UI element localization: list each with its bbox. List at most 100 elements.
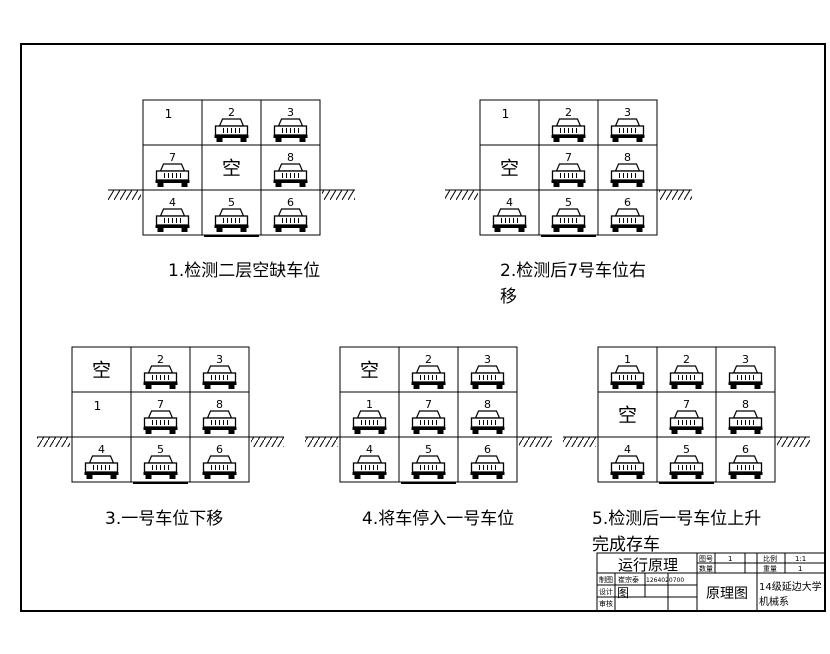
- cell-number: 1: [624, 353, 631, 366]
- cell-number: 1: [366, 398, 373, 411]
- cell-number: 2: [157, 353, 164, 366]
- cell-number: 8: [742, 398, 749, 411]
- car-icon: [352, 455, 387, 479]
- ground-hatch-right: [777, 437, 810, 447]
- cell-number: 6: [624, 196, 631, 209]
- sheet-value-1: 1: [728, 555, 732, 563]
- diagram-caption: 完成存车: [592, 535, 660, 555]
- cell-number: 1: [94, 399, 102, 413]
- person-name: 崔宗泰: [618, 575, 639, 584]
- cell-number: 8: [484, 398, 491, 411]
- ground-hatch-left: [305, 437, 338, 447]
- car-icon: [202, 365, 237, 389]
- car-icon: [155, 163, 190, 187]
- car-icon: [273, 163, 308, 187]
- cell-number: 4: [506, 196, 513, 209]
- cell-number: 7: [169, 151, 176, 164]
- car-icon: [155, 208, 190, 232]
- cell-empty-label: 空: [618, 405, 637, 427]
- ground-hatch-left: [563, 437, 596, 447]
- role-design: 设计: [599, 587, 613, 596]
- car-icon: [610, 208, 645, 232]
- diagram-caption: 5.检测后一号车位上升: [592, 509, 761, 529]
- car-icon: [214, 118, 249, 142]
- title-block: 运行原理 图号 数量 1 比例 重量 1:1 1 制图 设计 审核 崔宗泰 12…: [596, 552, 826, 612]
- cell-number: 5: [565, 196, 572, 209]
- cell-number: 8: [216, 398, 223, 411]
- diagram-caption: 4.将车停入一号车位: [362, 509, 514, 529]
- car-icon: [610, 118, 645, 142]
- cell-number: 3: [287, 106, 294, 119]
- role-review: 审核: [599, 599, 613, 608]
- sheet-value-4: 1: [798, 565, 802, 573]
- role-draw: 制图: [599, 575, 613, 584]
- car-icon: [143, 410, 178, 434]
- cell-number: 7: [425, 398, 432, 411]
- cell-empty-label: 空: [500, 158, 519, 180]
- cell-number: 8: [287, 151, 294, 164]
- car-icon: [610, 163, 645, 187]
- drawing-border: [20, 43, 826, 612]
- cell-number: 6: [287, 196, 294, 209]
- ground-hatch-right: [659, 190, 692, 200]
- cell-number: 2: [228, 106, 235, 119]
- car-icon: [143, 365, 178, 389]
- cell-number: 3: [624, 106, 631, 119]
- cell-number: 3: [484, 353, 491, 366]
- student-id: 1264020700: [646, 577, 684, 584]
- car-icon: [669, 455, 704, 479]
- ground-hatch-right: [322, 190, 355, 200]
- figure-char: 图: [617, 586, 629, 600]
- diagram-caption: 2.检测后7号车位右: [500, 261, 646, 281]
- car-icon: [411, 455, 446, 479]
- car-icon: [214, 208, 249, 232]
- car-icon: [84, 455, 119, 479]
- cell-number: 5: [425, 443, 432, 456]
- car-icon: [470, 410, 505, 434]
- car-icon: [728, 410, 763, 434]
- car-icon: [610, 455, 645, 479]
- cell-number: 7: [157, 398, 164, 411]
- ground-hatch-left: [445, 190, 478, 200]
- cell-number: 7: [565, 151, 572, 164]
- sheet-value-3: 1:1: [795, 555, 806, 563]
- cell-number: 3: [742, 353, 749, 366]
- car-icon: [143, 455, 178, 479]
- cell-number: 4: [624, 443, 631, 456]
- cell-empty-label: 空: [360, 360, 379, 382]
- car-icon: [728, 365, 763, 389]
- cell-number: 1: [502, 107, 510, 121]
- car-icon: [551, 163, 586, 187]
- diagram-caption: 1.检测二层空缺车位: [168, 261, 320, 281]
- ground-hatch-left: [37, 437, 70, 447]
- car-icon: [470, 365, 505, 389]
- car-icon: [202, 455, 237, 479]
- car-icon: [551, 118, 586, 142]
- car-icon: [202, 410, 237, 434]
- cell-number: 4: [169, 196, 176, 209]
- car-icon: [352, 410, 387, 434]
- cell-number: 6: [742, 443, 749, 456]
- car-icon: [610, 365, 645, 389]
- sheet-label-2: 数量: [699, 564, 713, 573]
- cell-number: 6: [484, 443, 491, 456]
- car-icon: [411, 365, 446, 389]
- ground-hatch-left: [108, 190, 141, 200]
- car-icon: [669, 410, 704, 434]
- cell-number: 5: [683, 443, 690, 456]
- car-icon: [728, 455, 763, 479]
- cell-empty-label: 空: [92, 360, 111, 382]
- cell-number: 1: [165, 107, 173, 121]
- school-name-line2: 机械系: [759, 595, 789, 608]
- sheet-label-3: 比例: [763, 554, 777, 563]
- ground-hatch-right: [519, 437, 552, 447]
- cell-number: 7: [683, 398, 690, 411]
- cell-empty-label: 空: [222, 158, 241, 180]
- drawing-name: 原理图: [706, 586, 748, 602]
- car-icon: [492, 208, 527, 232]
